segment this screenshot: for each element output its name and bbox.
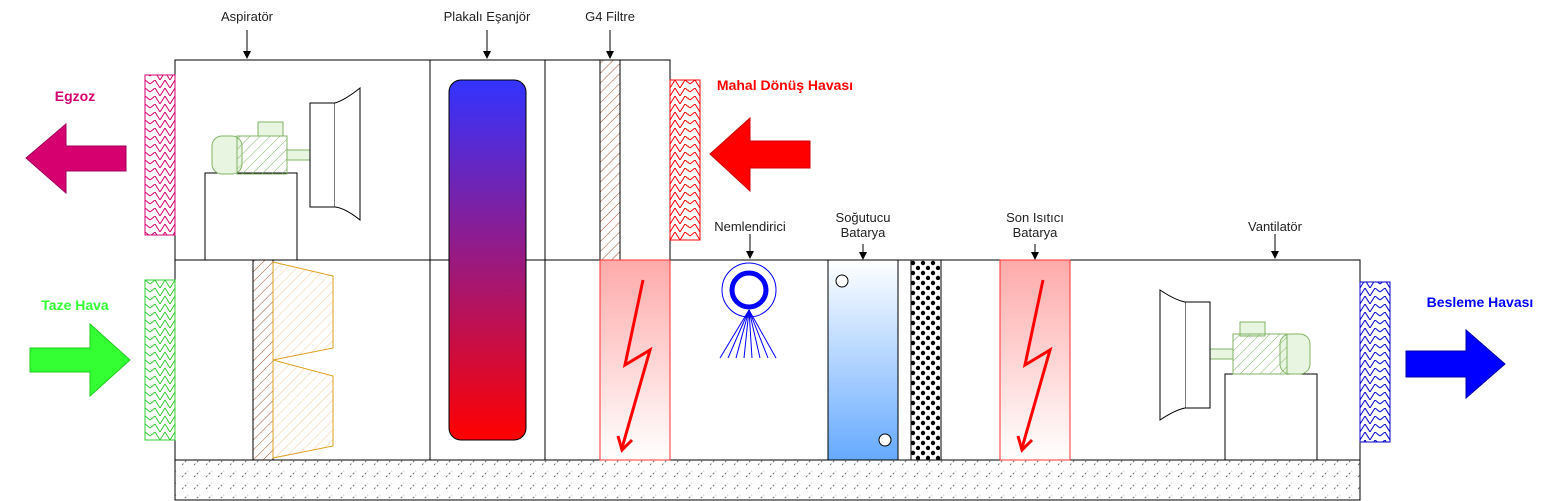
aspirator-label: Aspiratör	[220, 9, 274, 24]
supply-grille	[1359, 281, 1391, 443]
plate-exchanger-body	[448, 79, 527, 441]
fresh-air-arrow-icon	[29, 322, 131, 398]
fresh-air-filter	[252, 259, 274, 461]
return-air-flow-label: Mahal Dönüş Havası	[716, 77, 854, 93]
humidifier-icon	[719, 262, 777, 359]
fan-label: Vantilatör	[1248, 219, 1302, 234]
aspirator-fan-icon	[204, 86, 361, 261]
supply-fan-icon	[1159, 289, 1318, 461]
humidifier-label: Nemlendirici	[714, 219, 786, 234]
reheat-coil-label: Son Isıtıcı Batarya	[1006, 210, 1064, 240]
supply-air-flow-label: Besleme Havası	[1426, 294, 1534, 310]
exhaust-arrow-icon	[25, 122, 127, 195]
cooling-coil-label: Soğutucu Batarya	[835, 210, 891, 240]
return-grille	[669, 79, 701, 241]
fresh-air-flow-label: Taze Hava	[41, 297, 109, 313]
supply-air-arrow-icon	[1405, 328, 1506, 400]
exhaust-grille	[144, 74, 176, 236]
cooling-coil	[827, 259, 899, 461]
label-pointers	[243, 30, 1279, 260]
return-air-arrow-icon	[709, 116, 811, 193]
reheat-lightning-icon	[1020, 279, 1053, 449]
preheat-lightning-icon	[620, 279, 653, 449]
bag-filter	[272, 261, 334, 459]
g4-filter-label: G4 Filtre	[585, 9, 635, 24]
fresh-air-grille	[144, 279, 176, 441]
exhaust-flow-label: Egzoz	[54, 88, 96, 104]
g4-filter	[599, 59, 621, 261]
base-frame	[174, 459, 1361, 501]
droplet-eliminator	[910, 259, 942, 461]
plate-exchanger-label: Plakalı Eşanjör	[443, 9, 531, 24]
